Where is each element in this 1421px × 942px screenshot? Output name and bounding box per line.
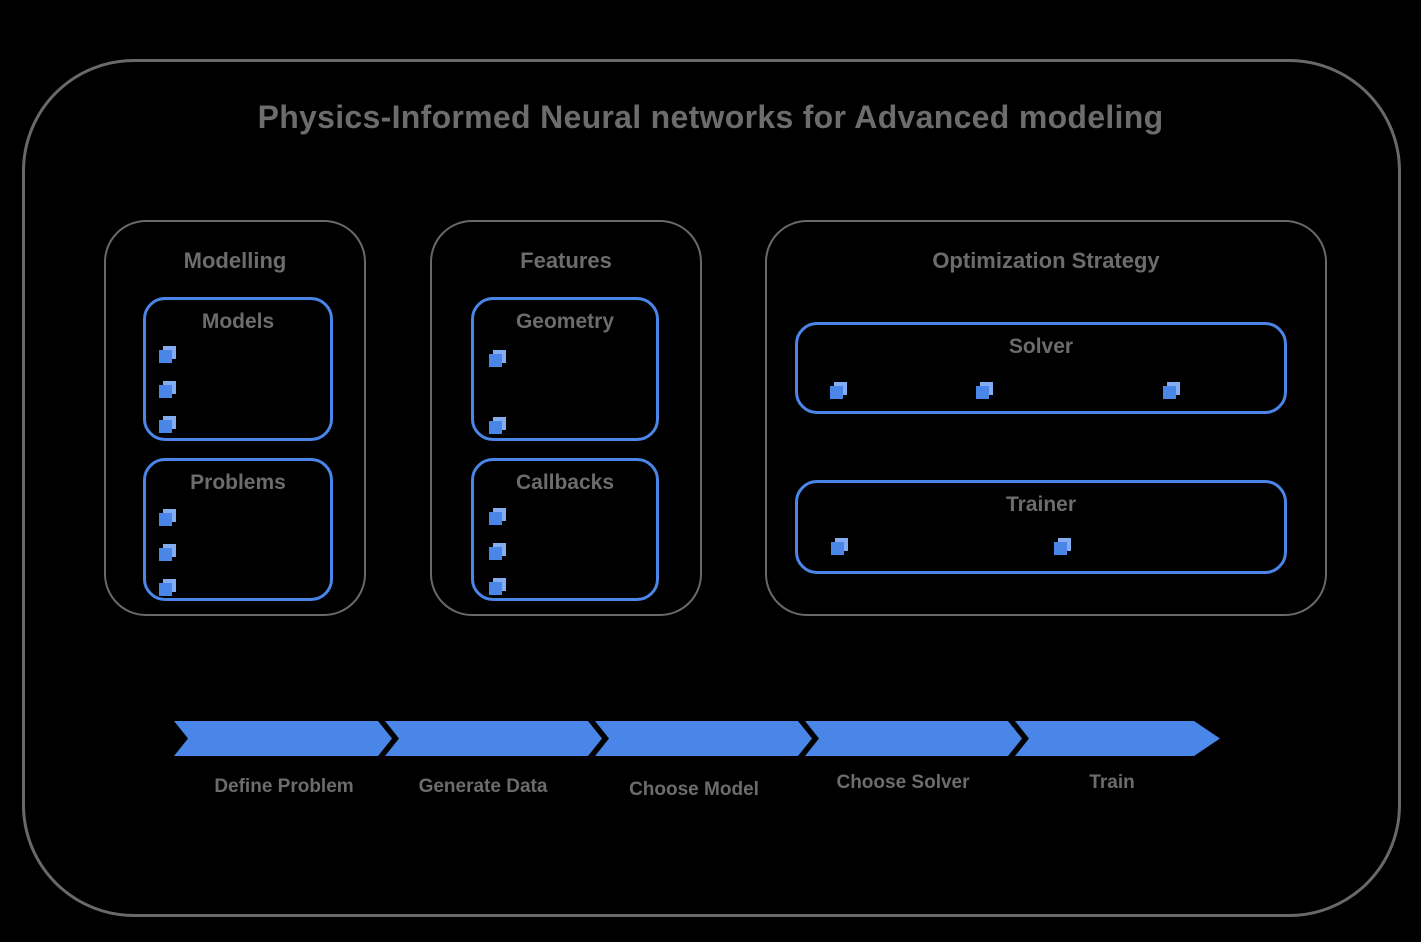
cube-bullet-icon bbox=[159, 509, 176, 526]
cube-bullet-icon bbox=[831, 538, 848, 555]
box-geometry: Geometry bbox=[471, 297, 659, 441]
cube-bullet-icon bbox=[1163, 382, 1180, 399]
cube-bullet-icon bbox=[489, 578, 506, 595]
models-bullet-list bbox=[159, 346, 176, 433]
section-title: Modelling bbox=[183, 248, 287, 273]
box-callbacks: Callbacks bbox=[471, 458, 659, 601]
flow-step-label: Choose Model bbox=[629, 779, 759, 800]
cube-bullet-icon bbox=[976, 382, 993, 399]
flow-step-label: Train bbox=[1089, 772, 1135, 793]
section-title: Features bbox=[520, 248, 612, 273]
page-title: Physics-Informed Neural networks for Adv… bbox=[257, 99, 1164, 135]
box-title: Callbacks bbox=[515, 471, 615, 494]
flow-step-label: Generate Data bbox=[418, 776, 548, 797]
cube-bullet-icon bbox=[159, 381, 176, 398]
box-title: Trainer bbox=[1005, 493, 1077, 516]
cube-bullet-icon bbox=[489, 350, 506, 367]
cube-bullet-icon bbox=[1054, 538, 1071, 555]
cube-bullet-icon bbox=[489, 508, 506, 525]
section-features: Features bbox=[430, 220, 702, 616]
solver-bullet-list bbox=[830, 382, 1180, 399]
cube-bullet-icon bbox=[159, 346, 176, 363]
box-title: Geometry bbox=[515, 310, 615, 333]
problems-bullet-list bbox=[159, 509, 176, 596]
box-trainer: Trainer bbox=[795, 480, 1287, 574]
section-optimization-strategy: Optimization Strategy bbox=[765, 220, 1327, 616]
callbacks-bullet-list bbox=[489, 508, 506, 595]
cube-bullet-icon bbox=[489, 417, 506, 434]
box-solver: Solver bbox=[795, 322, 1287, 414]
cube-bullet-icon bbox=[159, 544, 176, 561]
box-title: Solver bbox=[1008, 335, 1074, 358]
section-title: Optimization Strategy bbox=[932, 248, 1160, 273]
trainer-bullet-list bbox=[831, 538, 1071, 555]
cube-bullet-icon bbox=[159, 416, 176, 433]
box-models: Models bbox=[143, 297, 333, 441]
box-title: Problems bbox=[190, 471, 286, 494]
flow-step-label: Choose Solver bbox=[836, 772, 970, 793]
geometry-bullet-list bbox=[489, 350, 506, 434]
flow-step-label: Define Problem bbox=[214, 776, 354, 797]
section-modelling: Modelling bbox=[104, 220, 366, 616]
box-title: Models bbox=[201, 310, 275, 333]
cube-bullet-icon bbox=[489, 543, 506, 560]
cube-bullet-icon bbox=[159, 579, 176, 596]
outer-container bbox=[22, 59, 1401, 917]
box-problems: Problems bbox=[143, 458, 333, 601]
cube-bullet-icon bbox=[830, 382, 847, 399]
